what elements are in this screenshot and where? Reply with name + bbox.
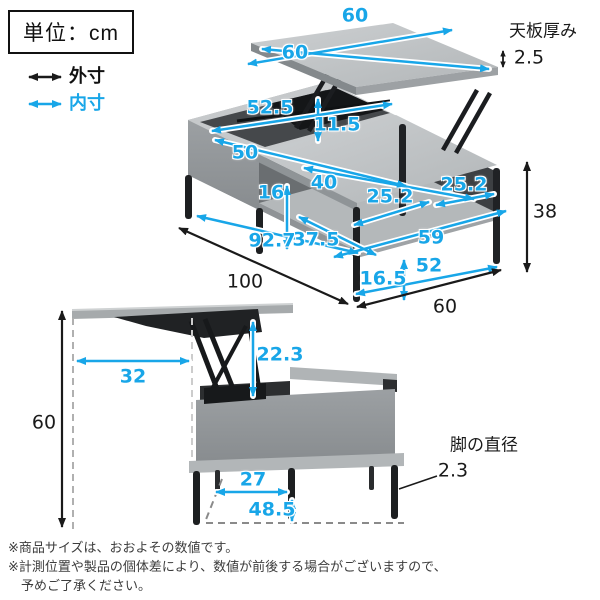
dim-leg-clearance: 16.5 <box>359 267 407 290</box>
legend-inner-label: 内寸 <box>69 93 105 113</box>
lift-top-panel-right-edge <box>356 67 498 95</box>
dim-lift-rise: 22.3 <box>256 343 304 366</box>
dim-front-inner-depth: 37.5 <box>292 228 340 251</box>
unit-box: 単位：cm <box>8 10 134 54</box>
dim-panel-depth: 60 <box>341 4 369 27</box>
dim-total-depth: 60 <box>432 295 458 318</box>
table-leg <box>193 471 200 525</box>
dim-fixed-top-depth: 40 <box>310 171 338 194</box>
side-lift-panel-highlight <box>71 303 294 311</box>
side-body-front <box>196 389 395 463</box>
dim-lifted-height: 60 <box>31 411 57 434</box>
side-panel-underframe <box>114 309 262 338</box>
legend-outer-label: 外寸 <box>69 66 105 86</box>
dim-total-height: 38 <box>532 200 558 223</box>
dim-opening-width: 52.5 <box>246 96 294 119</box>
disclaimer-line-2: ※計測位置や製品の個体差により、数値が前後する場合がございますので、 <box>8 559 447 574</box>
dim-leg-gap: 27 <box>239 468 267 491</box>
leg-diameter-label: 脚の直径 <box>450 435 518 456</box>
table-leg <box>391 465 398 519</box>
side-body-bottom-lip <box>189 453 404 473</box>
dim-shelf-depth-back: 25.2 <box>440 173 488 196</box>
thickness-label: 天板厚み <box>509 21 577 42</box>
dim-lift-inner-height: 11.5 <box>313 113 361 136</box>
outer-dimension-arrows <box>178 161 531 309</box>
table-leg <box>185 175 192 219</box>
dim-leg-diameter: 2.3 <box>437 459 469 482</box>
disclaimer-line-1: ※商品サイズは、おおよその数値です。 <box>8 540 239 555</box>
side-view-dimension-arrows <box>58 310 438 528</box>
dim-shelf-width: 59 <box>417 226 445 249</box>
dim-inner-width: 92.7 <box>248 229 296 252</box>
dim-shelf-span: 52 <box>415 254 443 277</box>
side-lift-panel <box>72 304 293 319</box>
side-fixed-panel <box>290 367 397 386</box>
inner-dimension-arrows <box>76 321 296 522</box>
size-disclaimer: ※商品サイズは、おおよその数値です。 ※計測位置や製品の個体差により、数値が前後… <box>8 538 447 595</box>
leg-diameter-pointer <box>398 475 438 490</box>
dim-opening-depth: 50 <box>231 141 259 164</box>
dim-leg-span: 48.5 <box>248 498 296 521</box>
top-view-dimension-arrows <box>178 27 531 309</box>
disclaimer-line-3: 予めご了承ください。 <box>8 578 152 593</box>
dim-panel-width: 60 <box>281 41 309 64</box>
side-lift-arms <box>188 318 261 395</box>
dim-thickness: 2.5 <box>513 46 545 69</box>
reference-dashed-lines <box>72 318 404 529</box>
dim-total-width: 100 <box>226 270 264 293</box>
table-leg <box>369 466 374 490</box>
dim-panel-overhang: 32 <box>119 365 147 388</box>
dim-shelf-depth-front: 25.2 <box>366 185 414 208</box>
side-body-opening-right <box>383 379 397 392</box>
side-view-table <box>71 303 404 529</box>
dim-shelf-space-height: 16 <box>257 181 285 204</box>
